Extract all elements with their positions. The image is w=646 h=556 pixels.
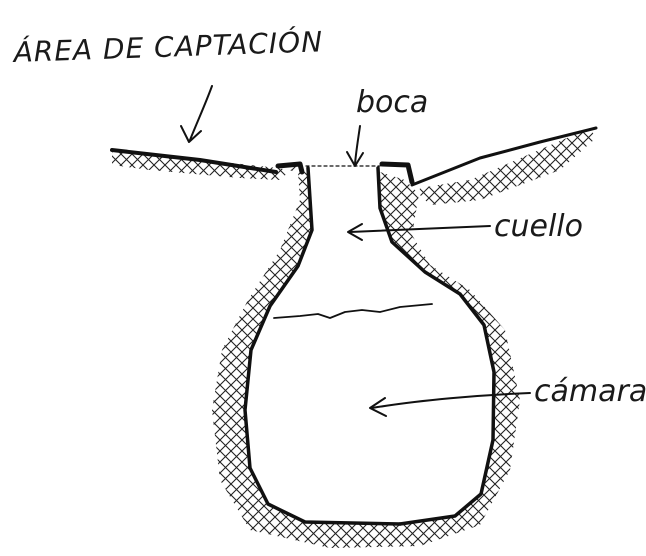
cistern-interior [245,168,494,524]
neck-label: cuello [494,209,583,244]
mouth-label: boca [356,85,428,120]
catchment-area-label: ÁREA DE CAPTACIÓN [11,24,324,69]
chamber-label: cámara [534,374,646,409]
